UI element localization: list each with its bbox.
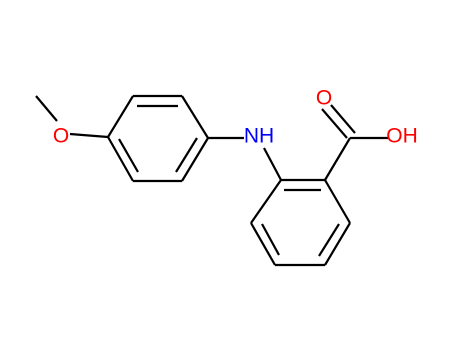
ring1-bond-d [181,137,209,182]
ring2-bond-c [324,222,351,266]
bond-ring-carboxyl [324,137,351,181]
methoxy-oxygen-label: O [53,125,69,148]
ring1-double-2 [175,137,198,173]
ring2-bond-e [250,222,276,266]
ring2-bond-b [324,179,351,224]
methoxyphenyl-ring [107,94,209,183]
ring2-double-3 [261,223,280,256]
ring2-double-2 [318,223,340,257]
bond-o-aryl [69,132,109,139]
bond-n-aryl [263,147,282,181]
ring1-bond-f [107,136,134,182]
ring2-bond-f [250,179,282,224]
carbonyl-double-a [321,108,348,139]
hydroxyl-label: OH [386,125,418,148]
ring1-bond-c [181,95,209,139]
ring1-double-3 [118,138,139,173]
ring1-bond-a [107,95,134,138]
bond-methyl-o [35,95,58,122]
carbonyl-oxygen-label: O [316,87,332,110]
amine-label: NH [244,125,274,148]
carbonyl-double-b [330,104,356,134]
benzoic-acid-ring [250,178,351,267]
